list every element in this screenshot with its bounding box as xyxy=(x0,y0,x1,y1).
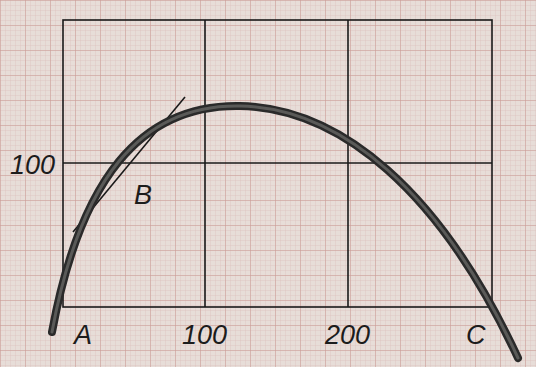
axis-grid xyxy=(63,20,492,307)
axis-value: 100 xyxy=(10,152,55,179)
point-label: C xyxy=(466,322,486,349)
axis-value: 100 xyxy=(182,322,227,349)
curved-strip xyxy=(52,106,518,358)
point-label: B xyxy=(134,182,152,209)
point-label: A xyxy=(74,322,92,349)
axis-value: 200 xyxy=(325,322,370,349)
